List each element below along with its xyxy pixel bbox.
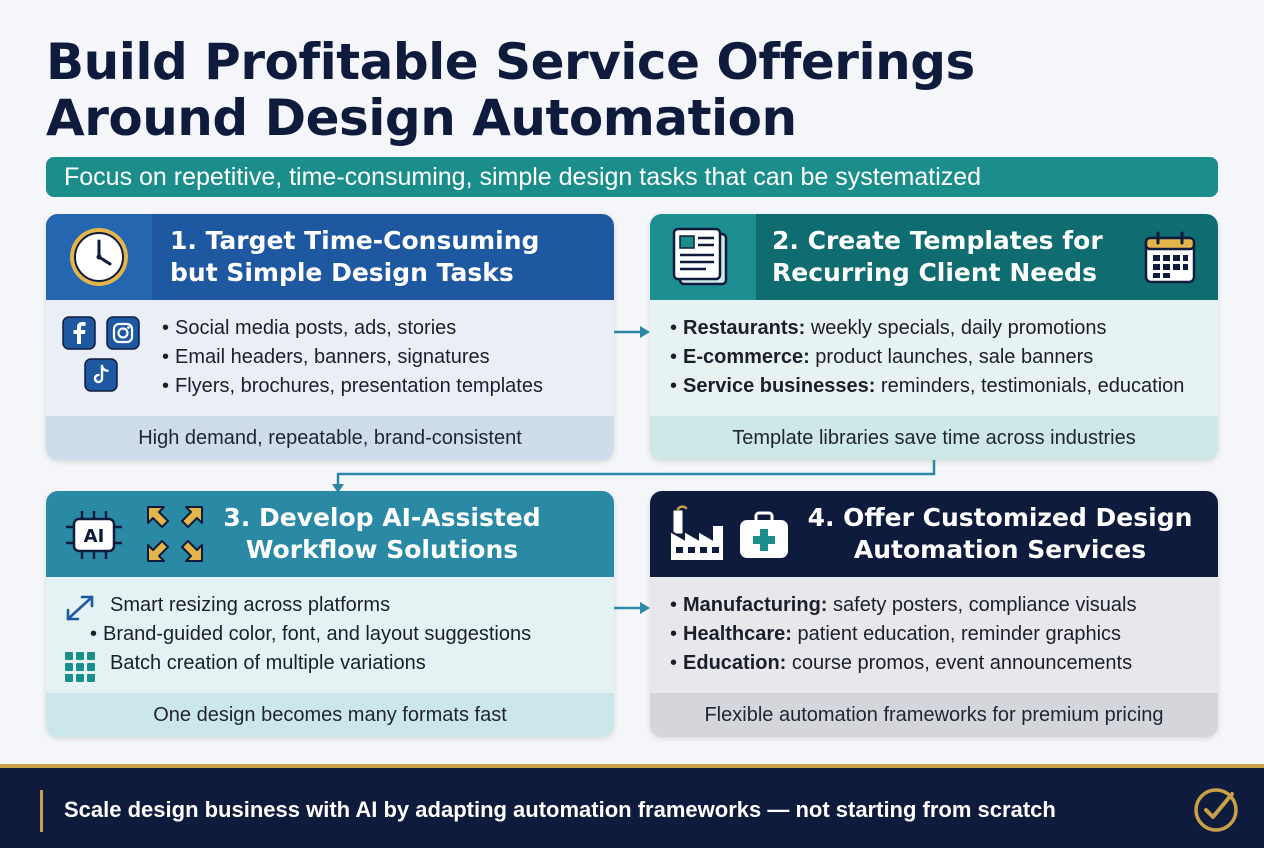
grid-icon: [65, 652, 95, 682]
card-body: •Manufacturing: safety posters, complian…: [650, 577, 1218, 693]
svg-text:AI: AI: [84, 526, 105, 547]
card-body: •Restaurants: weekly specials, daily pro…: [650, 300, 1218, 416]
card-footer: High demand, repeatable, brand-consisten…: [46, 416, 614, 460]
list-item: •Manufacturing: safety posters, complian…: [670, 594, 1137, 616]
calendar-icon: [1144, 231, 1196, 284]
footer-accent-line: [40, 790, 43, 832]
footer-text: Scale design business with AI by adaptin…: [64, 797, 1056, 822]
card-heading-line-1: 3. Develop AI-Assisted: [223, 503, 541, 532]
list-item: •Flyers, brochures, presentation templat…: [162, 375, 543, 397]
clock-icon: [70, 228, 128, 286]
card-heading-line-1: 4. Offer Customized Design: [807, 503, 1193, 532]
ai-chip-icon: AI: [66, 511, 122, 559]
page-title: Build Profitable Service Offerings Aroun…: [46, 34, 1226, 146]
card-target-tasks: 1. Target Time-Consuming but Simple Desi…: [46, 214, 614, 460]
card-heading-line-2: Recurring Client Needs: [772, 258, 1097, 287]
card-footer: One design becomes many formats fast: [46, 693, 614, 737]
card-header: 2. Create Templates for Recurring Client…: [650, 214, 1218, 300]
subtitle-banner: Focus on repetitive, time-consuming, sim…: [46, 157, 1218, 197]
list-item: •Brand-guided color, font, and layout su…: [90, 623, 532, 645]
list-item: •E-commerce: product launches, sale bann…: [670, 346, 1094, 368]
card-body: Smart resizing across platforms •Brand-g…: [46, 577, 614, 693]
arrow-card3-to-card4: [614, 602, 650, 614]
card-heading-line-2: but Simple Design Tasks: [170, 258, 514, 287]
list-item: Smart resizing across platforms: [110, 594, 391, 616]
list-item: •Service businesses: reminders, testimon…: [670, 375, 1185, 397]
list-item: Batch creation of multiple variations: [110, 652, 426, 674]
list-item: •Email headers, banners, signatures: [162, 346, 490, 368]
title-line-1: Build Profitable Service Offerings: [46, 33, 975, 91]
footer-banner: Scale design business with AI by adaptin…: [0, 764, 1264, 848]
instagram-icon: [106, 316, 140, 350]
tiktok-icon: [84, 358, 118, 392]
factory-icon: [669, 505, 725, 562]
medical-kit-icon: [740, 511, 788, 558]
facebook-icon: [62, 316, 96, 350]
arrow-card2-to-card3: [332, 460, 936, 493]
list-item: •Social media posts, ads, stories: [162, 317, 457, 339]
card-custom-services: 4. Offer Customized Design Automation Se…: [650, 491, 1218, 737]
check-circle-icon: [1194, 788, 1238, 832]
card-heading-line-2: Workflow Solutions: [245, 535, 519, 564]
document-icon: [672, 227, 728, 286]
list-item: •Education: course promos, event announc…: [670, 652, 1133, 674]
card-ai-workflow: AI 3. Develop AI-Assisted Workflow Solut…: [46, 491, 614, 737]
card-heading-line-1: 1. Target Time-Consuming: [170, 226, 540, 255]
card-header: AI 3. Develop AI-Assisted Workflow Solut…: [46, 491, 614, 577]
arrow-card1-to-card2: [614, 326, 650, 338]
list-item: •Healthcare: patient education, reminder…: [670, 623, 1122, 645]
card-heading-line-1: 2. Create Templates for: [772, 226, 1103, 255]
card-footer: Template libraries save time across indu…: [650, 416, 1218, 460]
list-item: •Restaurants: weekly specials, daily pro…: [670, 317, 1107, 339]
card-header: 4. Offer Customized Design Automation Se…: [650, 491, 1218, 577]
card-create-templates: 2. Create Templates for Recurring Client…: [650, 214, 1218, 460]
title-line-2: Around Design Automation: [46, 89, 797, 147]
card-footer: Flexible automation frameworks for premi…: [650, 693, 1218, 737]
card-heading-line-2: Automation Services: [853, 535, 1147, 564]
card-header: 1. Target Time-Consuming but Simple Desi…: [46, 214, 614, 300]
card-body: •Social media posts, ads, stories •Email…: [46, 300, 614, 416]
expand-arrows-icon: [147, 506, 203, 562]
resize-icon: [66, 595, 94, 621]
